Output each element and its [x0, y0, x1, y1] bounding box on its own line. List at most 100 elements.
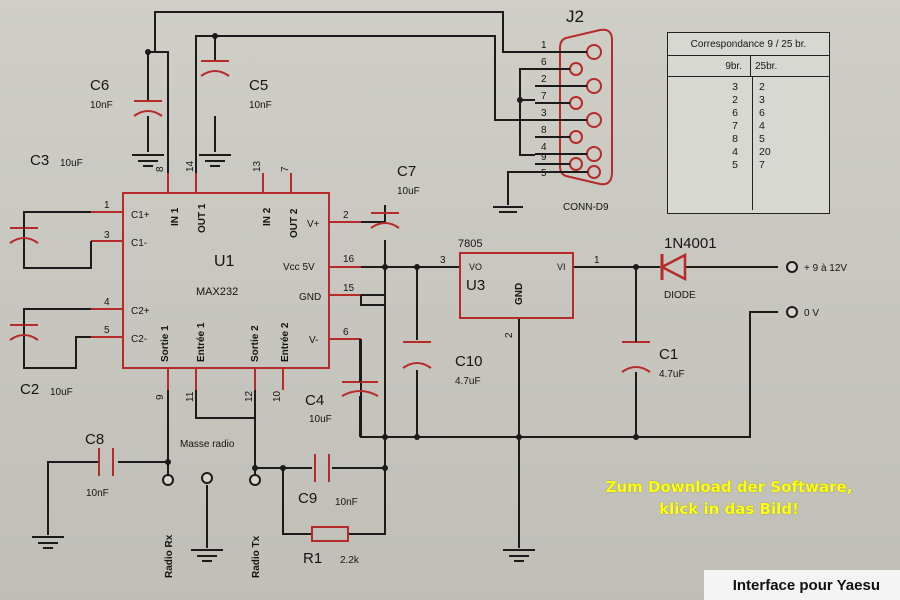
pin-number: 9	[541, 152, 547, 163]
c7-ref: C7	[397, 163, 416, 180]
masse-radio-label: Masse radio	[180, 439, 235, 450]
pin-number: 4	[104, 297, 110, 308]
u1-pin-label: C2-	[131, 334, 147, 345]
c1-ref: C1	[659, 346, 678, 363]
table-title: Correspondance 9 / 25 br.	[668, 33, 829, 56]
r1-body	[311, 526, 349, 542]
u1-pin-label: V+	[307, 219, 320, 230]
pin-number: 6	[541, 57, 547, 68]
pin-number: 9	[155, 394, 166, 400]
u3-vo-label: VO	[469, 262, 482, 272]
download-link[interactable]: Zum Download der Software, klick in das …	[588, 476, 870, 520]
table-cell: 20	[759, 146, 771, 158]
u1-pin-label: Sortie 2	[250, 325, 261, 362]
supply-zero-label: 0 V	[804, 308, 819, 319]
col-25br-header: 25br.	[755, 60, 778, 72]
u1-pin-stubs	[91, 173, 361, 390]
u1-pin-label: Entrée 1	[196, 322, 207, 362]
pin-number: 12	[244, 390, 255, 402]
u1-pin-label: IN 2	[262, 207, 273, 226]
pin-number: 1	[541, 40, 547, 51]
radio-tx-label: Radio Tx	[251, 535, 262, 578]
diode-ref: 1N4001	[664, 235, 717, 252]
pin-number: 5	[104, 325, 110, 336]
c4-ref: C4	[305, 392, 324, 409]
u1-pin-label: Sortie 1	[160, 325, 171, 362]
supply-plus-label: + 9 à 12V	[804, 263, 847, 274]
u3-part: 7805	[458, 238, 482, 250]
pin-number: 8	[541, 125, 547, 136]
pin-number: 13	[252, 160, 263, 172]
u1-pin-label: GND	[299, 292, 321, 303]
pin-number: 7	[280, 166, 291, 172]
capacitor-leads	[23, 212, 637, 437]
j2-type: CONN-D9	[563, 202, 609, 213]
pin-number: 7	[541, 91, 547, 102]
pin-number: 10	[272, 390, 283, 402]
u1-pin-label: C2+	[131, 306, 150, 317]
pin-number: 8	[155, 166, 166, 172]
u1-part: MAX232	[196, 286, 238, 298]
c3-ref: C3	[30, 152, 49, 169]
table-cell: 8	[732, 133, 738, 145]
u3-body	[459, 252, 574, 319]
u1-pin-label: OUT 1	[197, 203, 208, 233]
j2-pin-numbers: 1 6 2 7 3 8 4 9 5	[541, 40, 547, 179]
table-cell: 6	[732, 107, 738, 119]
c1-value: 4.7uF	[659, 369, 685, 380]
pin-number: 2	[504, 332, 515, 338]
u1-ref: U1	[214, 253, 235, 270]
u1-pin-label: V-	[309, 335, 318, 346]
j2-pin-leads	[535, 51, 588, 173]
pin-number: 11	[185, 391, 196, 402]
pin-number: 3	[541, 108, 547, 119]
c6-value: 10nF	[90, 100, 113, 111]
pin-number: 15	[343, 283, 355, 294]
table-header-row: 9br. 25br.	[668, 56, 829, 77]
r1-ref: R1	[303, 550, 322, 567]
pin-number: 2	[343, 210, 349, 221]
c2-value: 10uF	[50, 387, 73, 398]
table-cell: 7	[759, 159, 765, 171]
c3-value: 10uF	[60, 158, 83, 169]
junction-dots	[145, 33, 639, 471]
r1-value: 2.2k	[340, 555, 360, 566]
download-line-1[interactable]: Zum Download der Software,	[605, 478, 853, 496]
figure-caption: Interface pour Yaesu	[704, 570, 900, 600]
pin-number: 6	[343, 327, 349, 338]
download-line-2[interactable]: klick in das Bild!	[659, 500, 799, 518]
table-body: 3 2 6 7 8 4 5 2 3 6 4 5 20 7	[668, 77, 829, 210]
col-9br-values: 3 2 6 7 8 4 5	[668, 77, 753, 210]
ground-symbols	[32, 154, 535, 562]
correspondence-table: Correspondance 9 / 25 br. 9br. 25br. 3 2…	[667, 32, 830, 214]
u3-gnd-label: GND	[514, 283, 525, 305]
pin-number: 3	[440, 255, 446, 266]
pin-number: 2	[541, 74, 547, 85]
c10-value: 4.7uF	[455, 376, 481, 387]
table-cell: 3	[759, 94, 765, 106]
pin-number: 1	[594, 255, 600, 266]
diode-symbol	[659, 252, 687, 282]
c9-ref: C9	[298, 490, 317, 507]
table-cell: 5	[759, 133, 765, 145]
j2-ref: J2	[566, 7, 584, 26]
j2-pins	[569, 44, 602, 179]
c5-ref: C5	[249, 77, 268, 94]
diode-label: DIODE	[664, 290, 696, 301]
c9-value: 10nF	[335, 497, 358, 508]
pin-number: 1	[104, 200, 110, 211]
wires	[23, 11, 778, 548]
c10-ref: C10	[455, 353, 483, 370]
u3-ref: U3	[466, 277, 485, 294]
pin-number: 4	[541, 142, 547, 153]
c7-value: 10uF	[397, 186, 420, 197]
table-cell: 4	[732, 146, 738, 158]
col-25br-values: 2 3 6 4 5 20 7	[753, 77, 829, 210]
c4-value: 10uF	[309, 414, 332, 425]
table-cell: 2	[732, 94, 738, 106]
u1-pin-label: IN 1	[170, 207, 181, 226]
c8-value: 10nF	[86, 488, 109, 499]
pin-number: 3	[104, 230, 110, 241]
u1-pin-label: C1+	[131, 210, 150, 221]
